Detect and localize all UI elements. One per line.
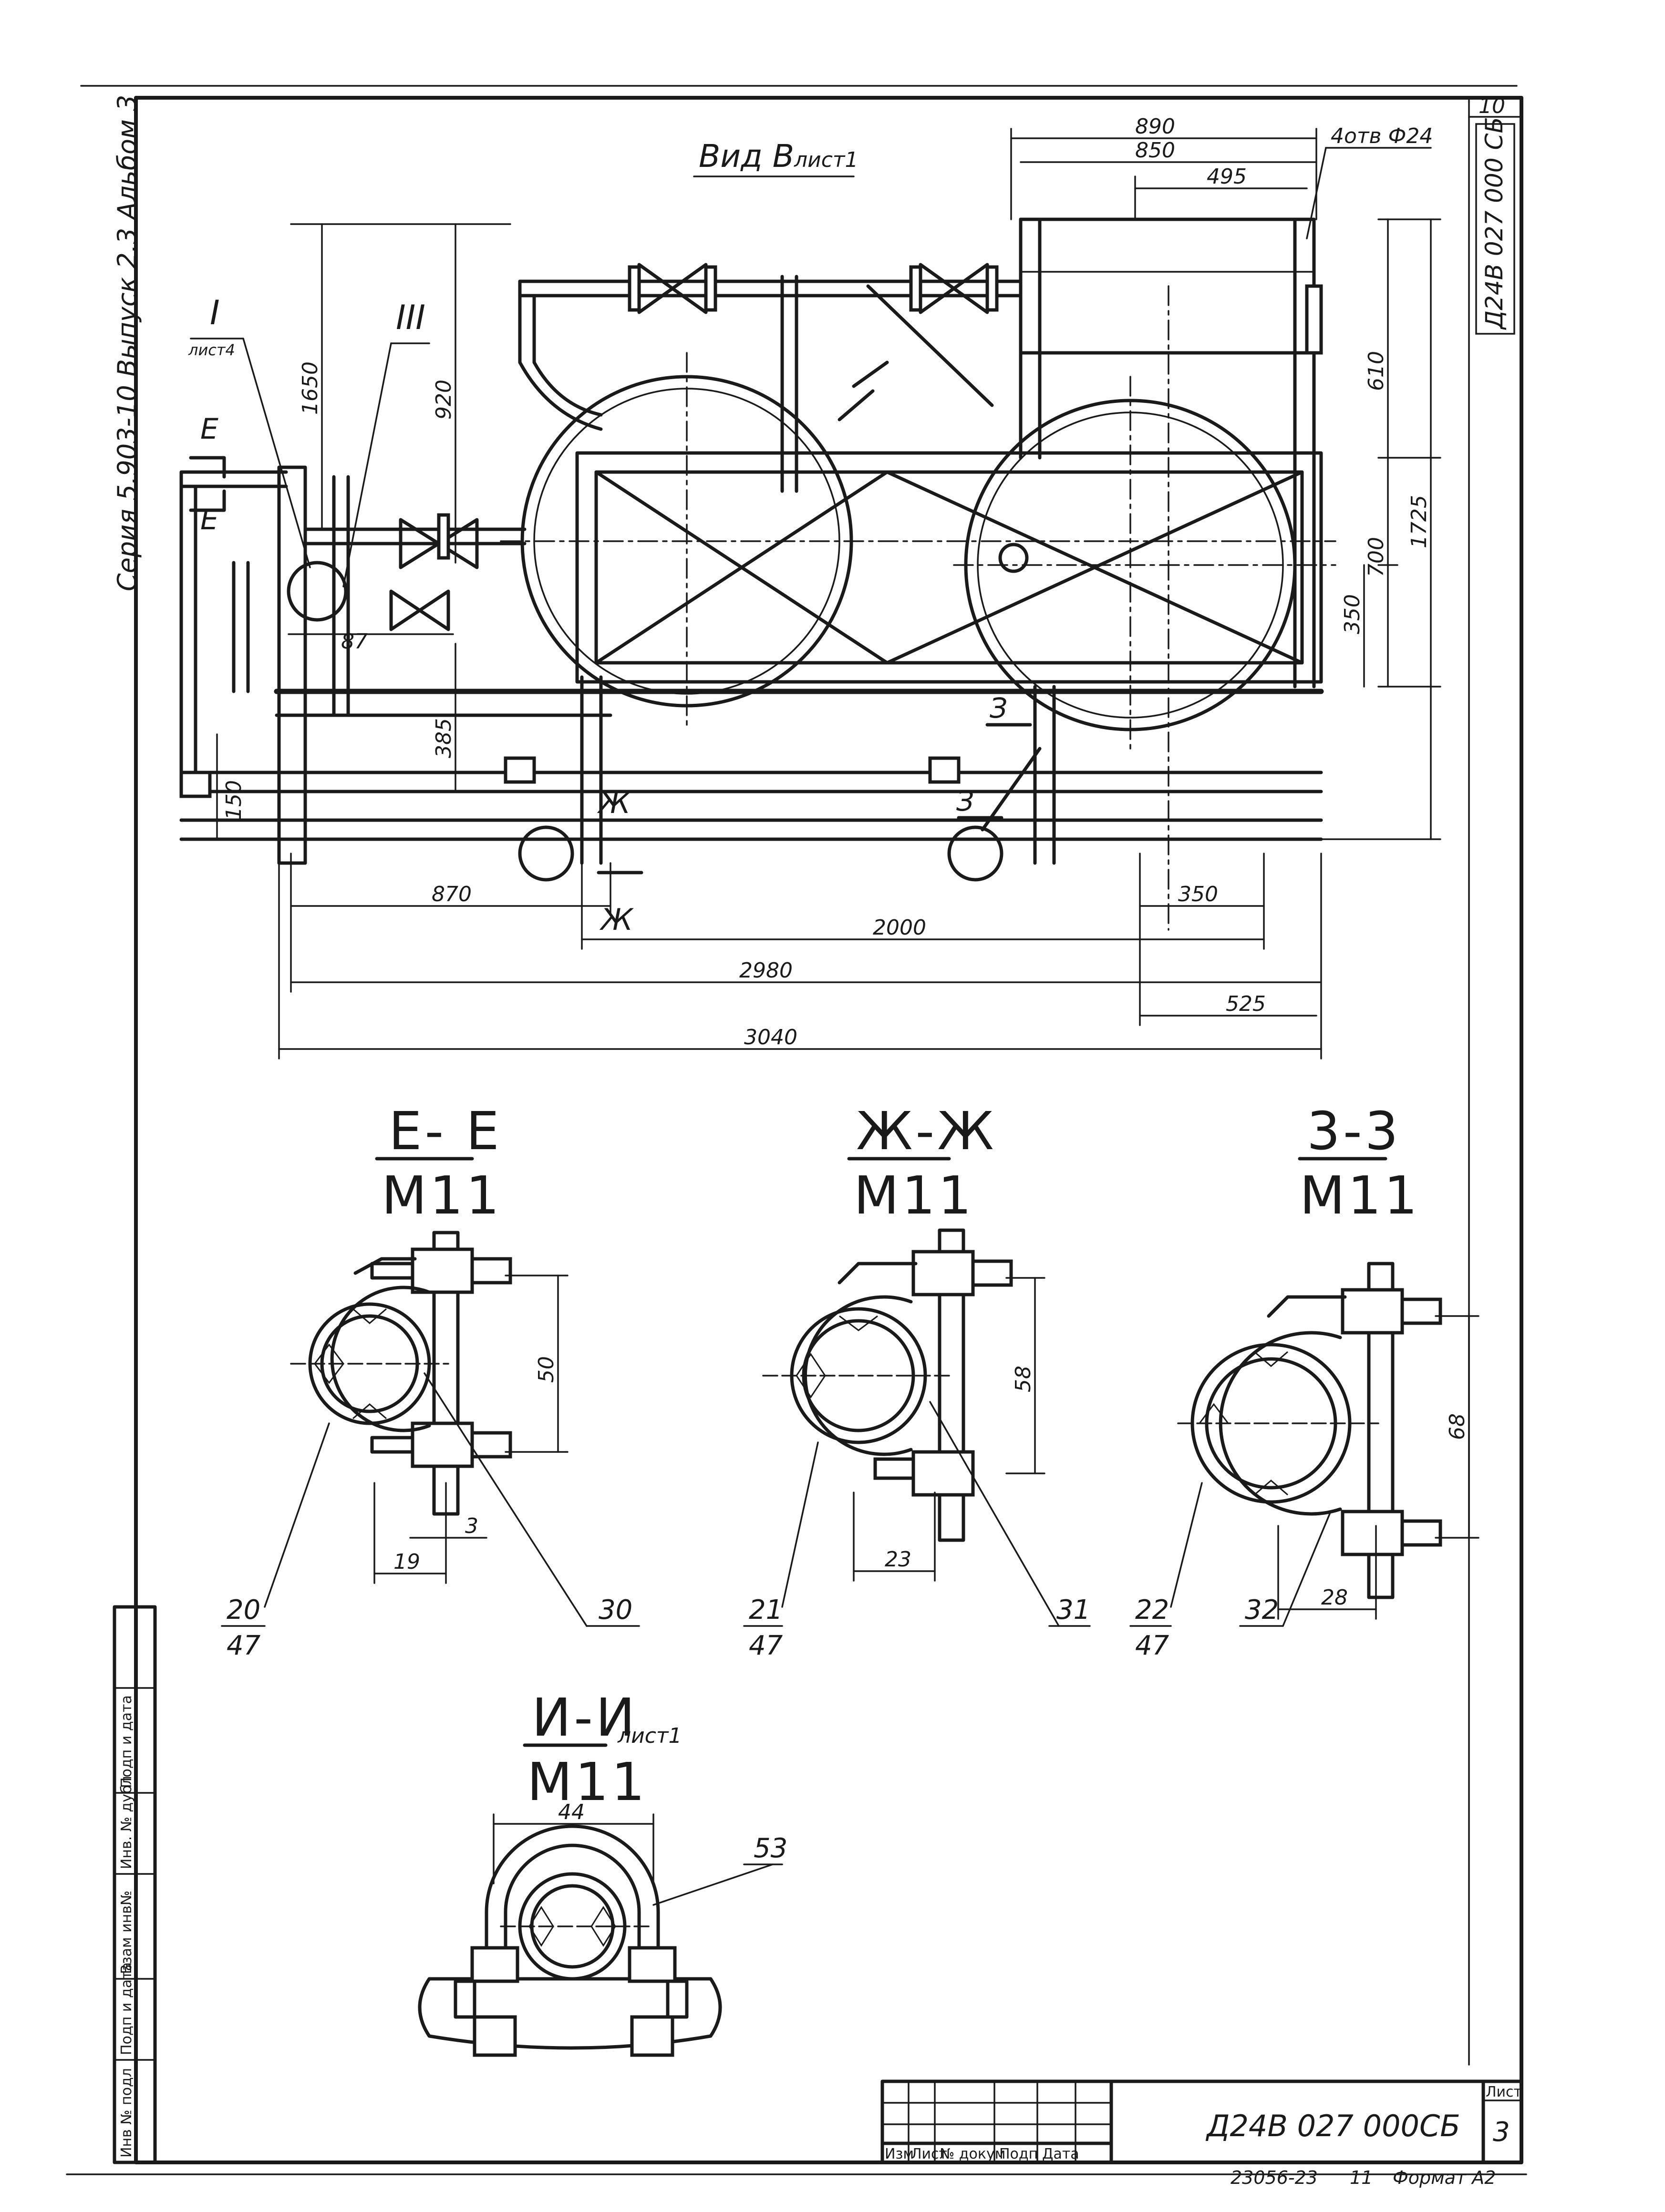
top-housing — [1019, 217, 1316, 355]
section-E-E-pos-30: 30 — [599, 1595, 632, 1626]
dim-385: 385 — [432, 718, 456, 758]
title-block-header-izm: Изм — [885, 2146, 914, 2162]
strip-label-vzam-inv: Взам инв№ — [118, 1891, 135, 1974]
section-Z-Z-dim-28: 28 — [1321, 1585, 1348, 1610]
section-mark-E-top: Е — [200, 412, 218, 446]
section-Zh-Zh: Ж-Ж М11 58 23 21 47 31 — [743, 1101, 1091, 1661]
section-E-E-title: Е- Е — [389, 1101, 502, 1162]
callout-I: I — [210, 293, 220, 332]
sheet-frame — [66, 85, 1527, 2175]
dim-87: 87 — [341, 629, 368, 654]
section-Zh-Zh-pos-21: 21 — [749, 1595, 783, 1626]
section-Z-Z: 3-3 М11 68 28 22 47 32 — [1129, 1101, 1479, 1661]
dim-1650: 1650 — [298, 361, 322, 415]
section-Zh-Zh-scale: М11 — [854, 1165, 974, 1226]
view-title-ref: лист1 — [794, 148, 858, 172]
dim-350-vertical: 350 — [1340, 594, 1365, 634]
section-I-I-ref: лист1 — [617, 1724, 682, 1748]
section-I-I-pos-53: 53 — [754, 1833, 787, 1864]
strip-label-podp-data-2: Подп и дата — [118, 1695, 135, 1788]
section-Zh-Zh-dim-58: 58 — [1011, 1366, 1035, 1392]
dim-350-horizontal: 350 — [1178, 882, 1218, 906]
strip-label-inv-dubl: Инв. № дубл — [118, 1776, 135, 1869]
dim-1725: 1725 — [1407, 495, 1431, 548]
title-block-header-list: Лист — [911, 2146, 947, 2162]
section-Zh-Zh-title: Ж-Ж — [856, 1101, 997, 1162]
corner-number: 10 — [1479, 94, 1505, 118]
dim-890: 890 — [1135, 114, 1175, 139]
dim-3040: 3040 — [744, 1025, 797, 1049]
dim-920: 920 — [432, 380, 456, 420]
dim-525: 525 — [1226, 992, 1266, 1016]
section-I-I-scale: М11 — [527, 1751, 648, 1812]
section-E-E-dim-50: 50 — [534, 1356, 558, 1383]
section-Z-Z-pos-22: 22 — [1135, 1595, 1169, 1626]
title-block-header-dokum: № докум — [940, 2146, 1005, 2162]
section-mark-Zh-bottom: Ж — [599, 902, 634, 937]
dim-2000: 2000 — [873, 916, 926, 940]
callout-III: III — [396, 298, 425, 337]
dim-150: 150 — [222, 780, 246, 820]
title-block-sheet-num: 3 — [1493, 2117, 1510, 2148]
dim-2980: 2980 — [739, 958, 793, 983]
section-Z-Z-pos-32: 32 — [1245, 1595, 1279, 1626]
section-I-I-dim-44: 44 — [558, 1800, 585, 1824]
main-frame — [575, 451, 1323, 684]
section-E-E-dim-19: 19 — [393, 1550, 420, 1574]
series-text: Серия 5.903-10 Выпуск 2.3 Альбом 3 — [112, 95, 142, 591]
section-I-I: И-И М11 лист1 44 53 — [418, 1687, 787, 2057]
section-Z-Z-dim-68: 68 — [1445, 1413, 1469, 1440]
title-block-sheet-label: Лист — [1486, 2084, 1522, 2100]
callout-I-ref: лист4 — [188, 341, 235, 359]
section-mark-Z-top: З — [990, 692, 1007, 724]
dim-870: 870 — [432, 882, 472, 906]
section-I-I-title: И-И — [532, 1687, 638, 1748]
dim-700: 700 — [1364, 537, 1388, 577]
dim-495: 495 — [1207, 165, 1247, 189]
section-Z-Z-title: 3-3 — [1307, 1101, 1401, 1162]
doc-code-vertical-text: Д24В 027 000 СБ — [1480, 117, 1508, 330]
strip-label-inv-podl: Инв № подл — [118, 2068, 135, 2158]
holes-note: 4отв Ф24 — [1331, 124, 1433, 148]
left-stamp-strip — [113, 1605, 157, 2164]
footer-mid: 11 — [1350, 2167, 1373, 2188]
section-E-E: Е- Е М11 50 19 3 20 47 — [221, 1101, 640, 1661]
dim-850: 850 — [1135, 138, 1175, 163]
view-title: Вид В — [699, 138, 794, 175]
section-Z-Z-pos-47: 47 — [1135, 1630, 1169, 1661]
title-block — [880, 2079, 1523, 2164]
footer-format: Формат А2 — [1393, 2167, 1496, 2188]
section-E-E-scale: М11 — [382, 1165, 502, 1226]
section-mark-E-bottom: Е — [200, 503, 218, 536]
section-mark-Z-bottom: З — [956, 785, 974, 817]
title-block-code: Д24В 027 000СБ — [1205, 2109, 1460, 2143]
section-Zh-Zh-pos-31: 31 — [1056, 1595, 1090, 1626]
main-view-dimensions — [216, 128, 1441, 1060]
section-Zh-Zh-dim-23: 23 — [885, 1547, 911, 1572]
section-E-E-pos-20: 20 — [227, 1595, 260, 1626]
dim-610: 610 — [1364, 351, 1388, 391]
strip-label-podp-data-1: Подп и дата — [118, 1962, 135, 2055]
section-E-E-dim-3: 3 — [465, 1514, 478, 1538]
title-block-header-podp: Подп — [999, 2146, 1038, 2162]
title-block-header-data: Дата — [1042, 2146, 1079, 2162]
footer-number: 23056-23 — [1231, 2167, 1318, 2188]
section-Zh-Zh-pos-47: 47 — [749, 1630, 783, 1661]
doc-code-vertical: Д24В 027 000 СБ — [1475, 117, 1515, 335]
section-mark-Zh-top: Ж — [597, 785, 631, 820]
main-view-assembly — [179, 217, 1336, 931]
section-E-E-pos-47: 47 — [227, 1630, 261, 1661]
section-Z-Z-scale: М11 — [1300, 1165, 1420, 1226]
